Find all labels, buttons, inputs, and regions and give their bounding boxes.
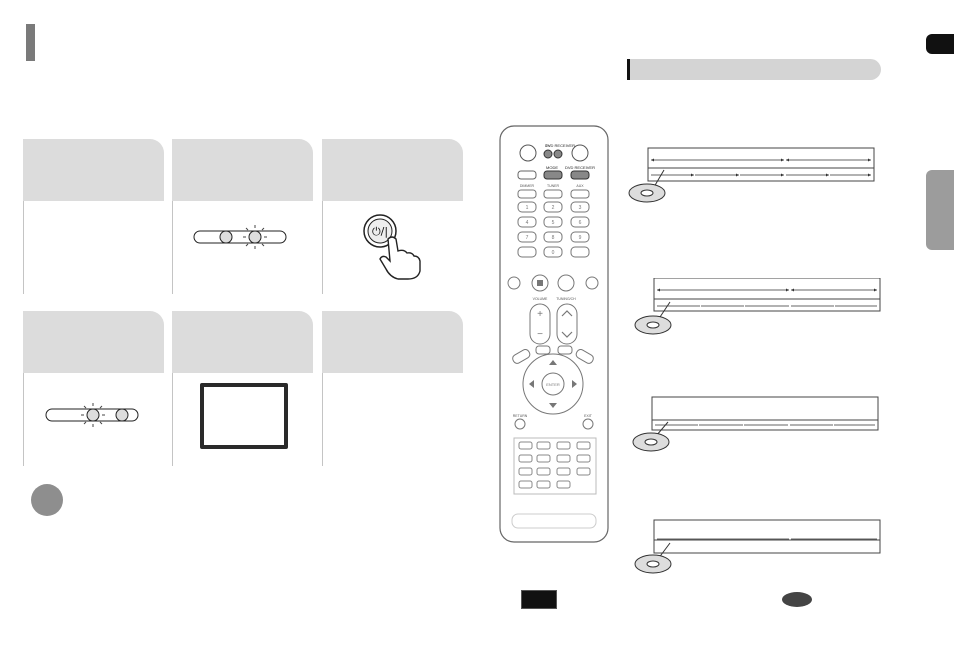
section-header — [627, 59, 881, 80]
step-panel-3-header — [322, 139, 463, 201]
svg-text:4: 4 — [526, 220, 529, 226]
black-tag — [521, 590, 557, 609]
remote-control: TV DVD RECEIVER MODE DVD RECEIVER DIMMER… — [499, 125, 609, 543]
repeat-diagram-1 — [628, 147, 875, 203]
step-panel-4-divider — [23, 373, 24, 466]
svg-text:MODE: MODE — [546, 165, 558, 170]
svg-text:AUX: AUX — [576, 184, 584, 188]
svg-text:⏻/|: ⏻/| — [372, 225, 388, 238]
repeat-diagram-2 — [634, 278, 881, 335]
repeat-diagram-3 — [632, 396, 879, 452]
svg-text:3: 3 — [579, 205, 582, 211]
svg-text:−: − — [537, 329, 543, 340]
note-icon — [31, 484, 63, 516]
language-tab — [926, 34, 954, 54]
step-panel-2-header — [172, 139, 313, 201]
open-close-key — [571, 144, 589, 162]
step-panel-2-divider — [172, 201, 173, 294]
step-panel-2 — [172, 139, 313, 294]
step-panel-5-header — [172, 311, 313, 373]
step-panel-3-divider — [322, 201, 323, 294]
step-panel-3: ⏻/| — [322, 139, 463, 294]
blinking-indicator-icon — [193, 225, 287, 249]
svg-text:1: 1 — [526, 205, 529, 211]
tv-screen-icon — [200, 383, 288, 449]
pointing-hand-icon — [379, 236, 421, 280]
svg-text:TUNING/CH: TUNING/CH — [556, 297, 576, 301]
dvd-receiver-top-label: DVD RECEIVER — [545, 143, 575, 148]
title-accent-bar — [26, 24, 35, 61]
svg-text:+: + — [537, 309, 543, 320]
svg-text:ENTER: ENTER — [546, 382, 560, 387]
svg-text:6: 6 — [579, 220, 582, 226]
svg-text:2: 2 — [552, 205, 555, 211]
step-panel-5 — [172, 311, 313, 466]
step-panel-1 — [23, 139, 164, 294]
svg-text:VOLUME: VOLUME — [533, 297, 548, 301]
svg-text:DIMMER: DIMMER — [520, 184, 535, 188]
power-button-icon: ⏻/| — [363, 214, 421, 280]
svg-text:9: 9 — [579, 235, 582, 241]
step-panel-1-divider — [23, 201, 24, 294]
section-tab — [926, 170, 954, 250]
svg-text:EXIT: EXIT — [584, 414, 593, 418]
section-header-mark — [627, 59, 630, 80]
oval-tag — [782, 592, 812, 607]
step-panel-6 — [322, 311, 463, 466]
svg-text:5: 5 — [552, 220, 555, 226]
svg-text:DVD RECEIVER: DVD RECEIVER — [565, 165, 595, 170]
step-panel-5-divider — [172, 373, 173, 466]
power-key — [519, 144, 537, 162]
svg-text:TUNER: TUNER — [547, 184, 560, 188]
step-panel-4-header — [23, 311, 164, 373]
svg-text:RETURN: RETURN — [513, 414, 528, 418]
blinking-indicator-icon — [45, 403, 139, 427]
step-panel-1-header — [23, 139, 164, 201]
svg-text:0: 0 — [552, 250, 555, 256]
svg-text:7: 7 — [526, 235, 529, 241]
step-panel-6-header — [322, 311, 463, 373]
tv-label: TV — [545, 143, 550, 148]
step-panel-6-divider — [322, 373, 323, 466]
repeat-diagram-4 — [634, 519, 881, 574]
step-panel-4 — [23, 311, 164, 466]
svg-text:8: 8 — [552, 235, 555, 241]
